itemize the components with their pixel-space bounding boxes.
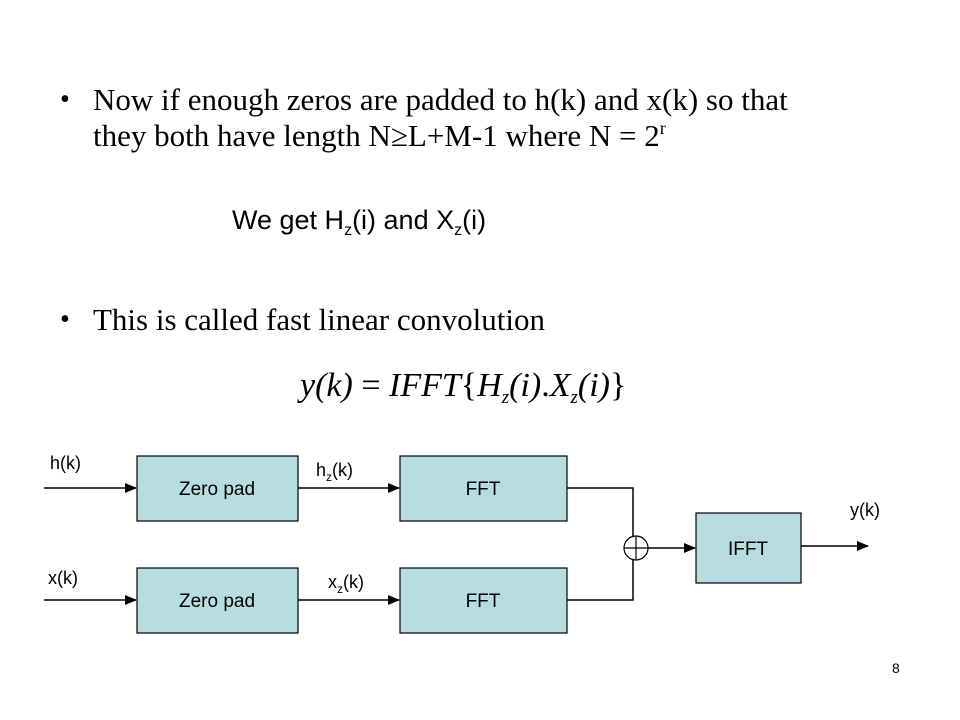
xz-label-arg: (k) <box>343 572 364 592</box>
we-get-prefix: We get H <box>232 205 345 235</box>
equation-h-arg: (i) <box>509 367 542 404</box>
fft-block-top: FFT <box>399 455 568 522</box>
fft-block-bottom: FFT <box>399 567 568 634</box>
fft-block-bottom-label: FFT <box>466 591 501 612</box>
we-get-suffix: (i) <box>462 205 487 235</box>
ifft-block: IFFT <box>695 512 802 584</box>
hz-label-sub: z <box>326 470 332 484</box>
we-get-statement: We get Hz(i) and Xz(i) <box>232 203 487 239</box>
hz-label-base: h <box>316 460 326 480</box>
fft-block-top-label: FFT <box>466 479 501 500</box>
equation-open-brace: { <box>460 367 478 404</box>
equation-x-sub: z <box>570 387 578 408</box>
equation-x: X <box>549 367 571 404</box>
we-get-middle: (i) and X <box>352 205 455 235</box>
equation-dot: . <box>541 367 550 404</box>
page-number: 8 <box>892 660 900 676</box>
bullet-line: This is called fast linear convolution <box>93 302 545 337</box>
output-label: y(k) <box>850 500 880 520</box>
ifft-block-label: IFFT <box>728 539 768 560</box>
hz-label-arg: (k) <box>332 460 353 480</box>
equation-operator: IFFT <box>389 367 461 404</box>
fft-block-top-rect <box>399 455 568 522</box>
equation-close-brace: } <box>609 367 627 404</box>
input-h-label: h(k) <box>50 453 81 473</box>
bullet-line-2: they both have length N≥L+M-1 where N = … <box>93 118 893 154</box>
fft-output-connector <box>567 487 634 601</box>
zero-pad-block-top-rect <box>136 455 299 522</box>
zero-pad-block-top: Zero pad <box>136 455 299 522</box>
equation-equals: = <box>352 367 390 404</box>
hz-label: hz(k) <box>316 460 353 484</box>
ifft-block-rect <box>695 512 802 584</box>
we-get-sub-1: z <box>344 222 353 239</box>
exponent-r: r <box>659 118 666 138</box>
zero-pad-block-bottom-rect <box>136 567 299 634</box>
xz-label-base: x <box>328 572 337 592</box>
equation-lhs: y(k) <box>300 367 353 404</box>
bullet-text: Now if enough zeros are padded to h(k) a… <box>93 82 893 154</box>
xz-label: xz(k) <box>328 572 364 596</box>
zero-pad-block-bottom-label: Zero pad <box>179 591 255 612</box>
bullet-text: This is called fast linear convolution <box>93 302 893 338</box>
fft-block-bottom-rect <box>399 567 568 634</box>
xz-label-sub: z <box>337 582 343 596</box>
we-get-sub-2: z <box>454 222 463 239</box>
bullet-dot: • <box>60 84 70 115</box>
input-x-label: x(k) <box>48 568 78 588</box>
bullet-fast-linear-convolution: • This is called fast linear convolution <box>60 302 920 338</box>
bullet-line-1: Now if enough zeros are padded to h(k) a… <box>93 82 788 117</box>
multiplier-junction <box>623 535 649 561</box>
zero-pad-block-bottom: Zero pad <box>136 567 299 634</box>
bullet-zero-padding: • Now if enough zeros are padded to h(k)… <box>60 82 920 154</box>
zero-pad-block-top-label: Zero pad <box>179 479 255 500</box>
equation-x-arg: (i) <box>577 367 610 404</box>
equation-h-sub: z <box>501 387 510 408</box>
bullet-line-2-text: they both have length N≥L+M-1 where N = … <box>93 118 660 153</box>
equation-h: H <box>477 367 502 404</box>
convolution-equation: y(k) = IFFT{Hz(i).Xz(i)} <box>300 366 627 408</box>
bullet-dot: • <box>60 304 70 335</box>
